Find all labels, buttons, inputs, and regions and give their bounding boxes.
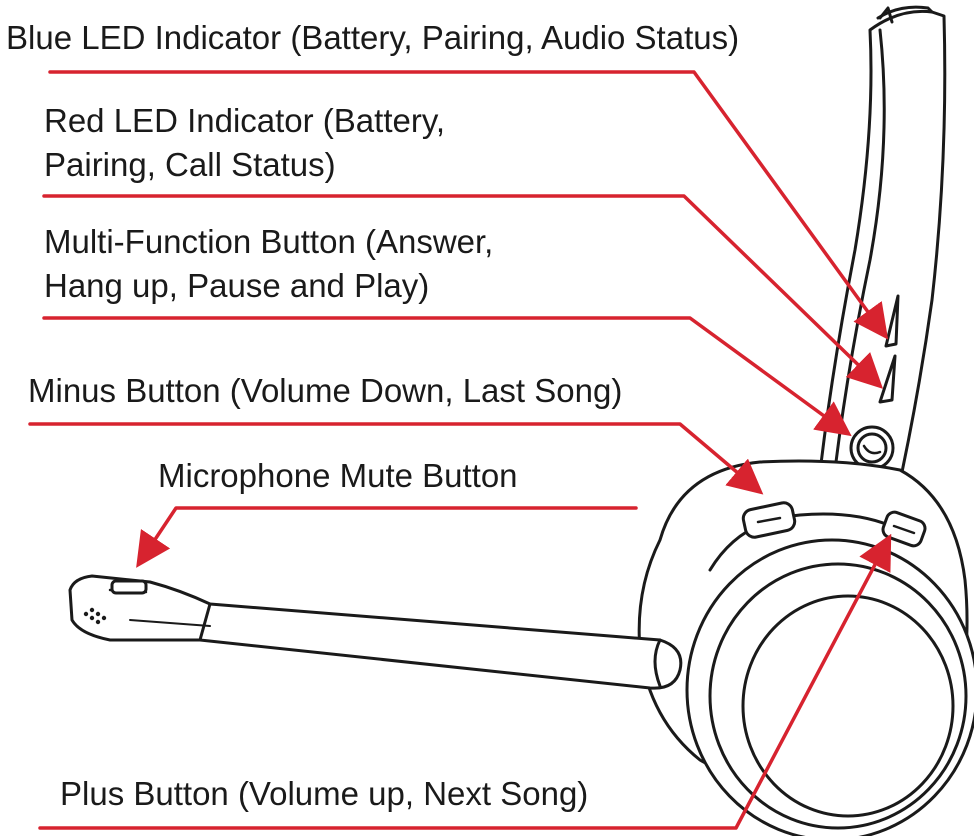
plus-button — [881, 510, 927, 548]
microphone-grill — [83, 607, 107, 625]
callouts — [28, 70, 892, 830]
label-red-led-line2: Pairing, Call Status) — [44, 146, 336, 183]
callout-blue-led — [48, 70, 889, 340]
callout-red-led — [42, 194, 884, 389]
microphone-boom — [68, 574, 683, 690]
label-minus-button: Minus Button (Volume Down, Last Song) — [28, 372, 623, 409]
callout-plus — [38, 533, 892, 830]
label-red-led-line1: Red LED Indicator (Battery, — [44, 102, 446, 139]
callout-mic-mute — [136, 506, 638, 568]
label-plus-button: Plus Button (Volume up, Next Song) — [60, 775, 589, 812]
blue-led-indicator — [884, 294, 900, 348]
microphone-mute-button — [110, 579, 148, 595]
red-led-indicator — [878, 354, 897, 404]
label-mic-mute: Microphone Mute Button — [158, 457, 518, 494]
minus-button — [741, 501, 797, 539]
callout-multifunction — [42, 316, 852, 437]
headset-illustration — [68, 5, 974, 836]
label-multifunction-line2: Hang up, Pause and Play) — [44, 267, 430, 304]
earpiece — [685, 538, 974, 836]
label-blue-led: Blue LED Indicator (Battery, Pairing, Au… — [6, 19, 740, 56]
label-multifunction-line1: Multi-Function Button (Answer, — [44, 223, 494, 260]
callout-minus — [28, 422, 764, 495]
